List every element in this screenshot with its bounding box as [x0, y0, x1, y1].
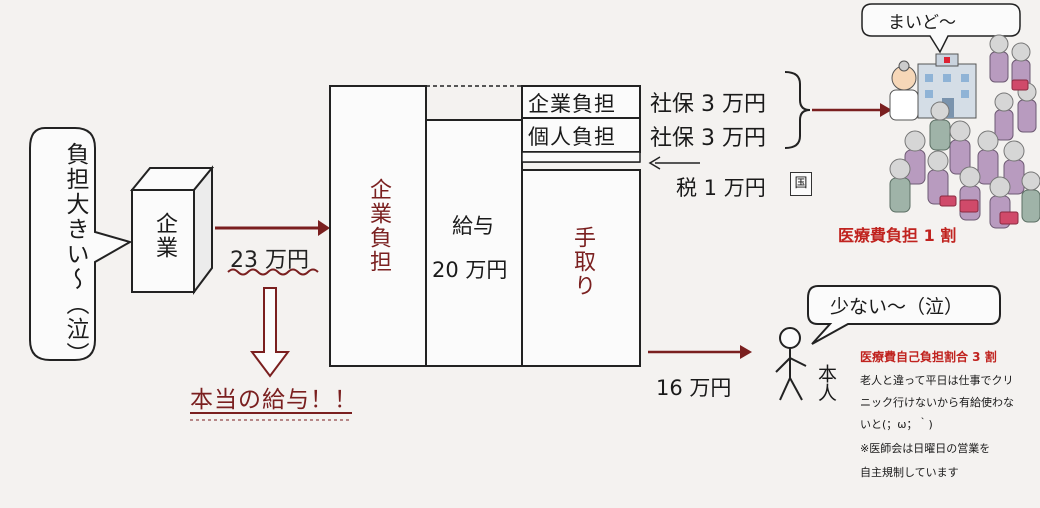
doctor-speech-bubble [861, 3, 1021, 54]
curly-brace [784, 71, 811, 149]
company-label: 企業 [152, 212, 177, 260]
note-line-4: ※医師会は日曜日の営業を [860, 442, 991, 455]
medical-share-label: 医療費負担 1 割 [838, 226, 957, 245]
down-arrow [250, 287, 290, 378]
shaho-label-2: 社保 3 万円 [650, 126, 766, 151]
arrow-to-hospital [880, 103, 892, 117]
company-cube-side [193, 165, 213, 295]
take-home-box [521, 169, 641, 367]
row-personal-burden-box [521, 117, 641, 153]
amount-23: 23 万円 [230, 248, 309, 273]
note-line-1: 老人と違って平日は仕事でクリ [860, 374, 1014, 387]
company-burden-vertical: 企業負担 [366, 178, 391, 274]
amount-16: 16 万円 [656, 376, 732, 400]
tax-badge: 国 [790, 172, 812, 196]
tax-label: 税 1 万円 [676, 176, 766, 200]
small-bubble-text: 少ない〜（泣） [830, 296, 964, 318]
doctor-bubble-text: まいど〜 [888, 13, 956, 33]
small-speech-bubble [807, 285, 1001, 345]
take-home-vertical: 手取り [570, 226, 595, 298]
arrow-to-person [740, 345, 752, 359]
company-burden-box [329, 85, 427, 367]
true-salary-label: 本当の給与！！ [190, 387, 358, 413]
row-company-burden-box [521, 85, 641, 119]
salary-amount: 20 万円 [432, 258, 508, 282]
note-line-2: ニック行けないから有給使わな [860, 396, 1014, 409]
stick-person [775, 327, 807, 401]
elderly-crowd [889, 34, 1040, 229]
salary-box [425, 119, 523, 367]
wavy-underline [227, 268, 319, 276]
company-cube-front [131, 189, 195, 293]
tax-strip [521, 151, 641, 163]
tax-arrow [648, 156, 661, 170]
arrow-to-boxes [318, 220, 330, 236]
note-line-3: いと(；ω；｀) [860, 418, 933, 431]
salary-label: 給与 [452, 214, 494, 238]
row-company-burden-label: 企業負担 [528, 92, 616, 116]
note-title: 医療費自己負担割合 3 割 [860, 350, 997, 364]
doctor-illustration [889, 60, 919, 121]
person-label: 本人 [815, 364, 837, 402]
speech-left-text: 負担大きい〜（泣） [62, 142, 88, 367]
shaho-label-1: 社保 3 万円 [650, 92, 766, 117]
row-personal-burden-label: 個人負担 [528, 125, 616, 149]
note-line-5: 自主規制しています [860, 466, 959, 479]
left-speech-bubble [29, 127, 133, 361]
